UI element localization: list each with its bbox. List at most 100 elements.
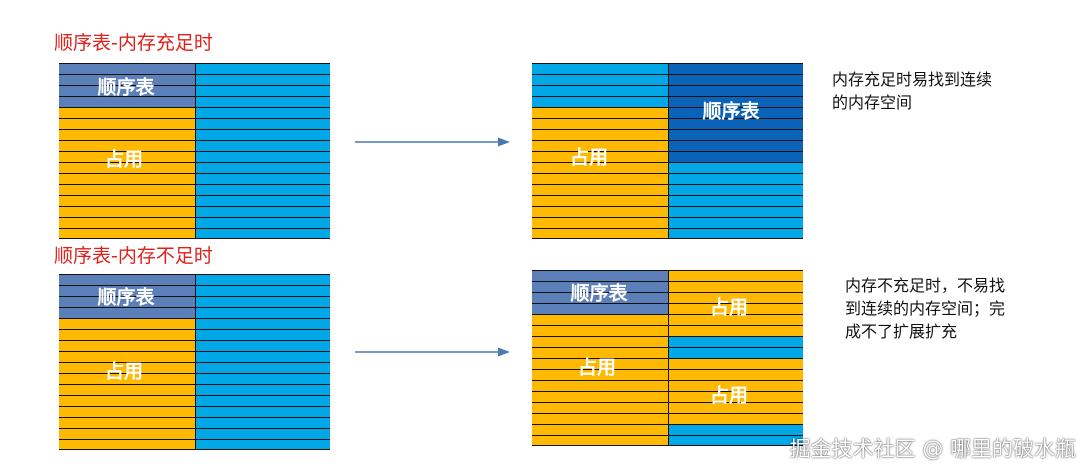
memory-cell xyxy=(532,380,668,391)
memory-cell xyxy=(59,162,195,173)
column-divider xyxy=(194,274,196,450)
memory-cell xyxy=(194,140,330,151)
memory-cell xyxy=(532,173,668,184)
memory-cell xyxy=(532,151,668,162)
memory-cell xyxy=(667,435,803,446)
memory-cell xyxy=(667,424,803,435)
memory-cell xyxy=(532,184,668,195)
memory-cell xyxy=(667,228,803,239)
memory-cell xyxy=(667,347,803,358)
memory-cell xyxy=(532,195,668,206)
memory-cell xyxy=(59,296,195,307)
memory-cell xyxy=(667,270,803,281)
memory-cell xyxy=(194,384,330,395)
memory-cell xyxy=(532,402,668,413)
memory-cell xyxy=(194,228,330,239)
memory-cell xyxy=(194,340,330,351)
memory-cell xyxy=(59,96,195,107)
memory-after-insufficient xyxy=(532,270,803,446)
memory-cell xyxy=(667,195,803,206)
memory-cell xyxy=(194,74,330,85)
memory-cell xyxy=(532,292,668,303)
memory-cell xyxy=(194,173,330,184)
section-title-insufficient: 顺序表-内存不足时 xyxy=(54,245,213,267)
memory-cell xyxy=(532,162,668,173)
memory-cell xyxy=(59,173,195,184)
memory-cell xyxy=(667,303,803,314)
seq-table-label: 顺序表 xyxy=(702,100,760,123)
memory-cell xyxy=(194,318,330,329)
memory-cell xyxy=(532,217,668,228)
memory-cell xyxy=(194,129,330,140)
memory-cell xyxy=(532,347,668,358)
memory-cell xyxy=(667,413,803,424)
memory-cell xyxy=(59,351,195,362)
memory-cell xyxy=(59,206,195,217)
memory-cell xyxy=(59,373,195,384)
memory-cell xyxy=(667,314,803,325)
memory-cell xyxy=(667,140,803,151)
memory-cell xyxy=(667,118,803,129)
occupied-label: 占用 xyxy=(709,384,749,407)
note-line: 的内存空间 xyxy=(832,93,913,112)
memory-before-insufficient xyxy=(59,274,330,450)
memory-cell xyxy=(667,391,803,402)
arrow-right-icon xyxy=(355,137,510,147)
memory-cell xyxy=(667,358,803,369)
column-divider xyxy=(194,63,196,239)
section-title-sufficient: 顺序表-内存充足时 xyxy=(54,32,213,54)
memory-after-sufficient xyxy=(532,63,803,239)
memory-cell xyxy=(667,184,803,195)
memory-cell xyxy=(59,318,195,329)
memory-cell xyxy=(59,107,195,118)
seq-table-label: 顺序表 xyxy=(97,76,155,99)
memory-cell xyxy=(667,96,803,107)
memory-cell xyxy=(59,417,195,428)
memory-cell xyxy=(194,85,330,96)
memory-cell xyxy=(59,340,195,351)
memory-cell xyxy=(667,325,803,336)
memory-before-sufficient xyxy=(59,63,330,239)
memory-cell xyxy=(532,129,668,140)
memory-cell xyxy=(59,439,195,450)
memory-cell xyxy=(532,140,668,151)
note-insufficient: 内存不充足时，不易找 到连续的内存空间；完 成不了扩展扩充 xyxy=(845,274,1005,343)
memory-cell xyxy=(194,329,330,340)
memory-cell xyxy=(194,107,330,118)
memory-cell xyxy=(532,228,668,239)
memory-cell xyxy=(532,336,668,347)
note-line: 成不了扩展扩充 xyxy=(845,322,958,341)
memory-cell xyxy=(194,96,330,107)
memory-cell xyxy=(194,439,330,450)
memory-cell xyxy=(532,206,668,217)
memory-cell xyxy=(59,85,195,96)
seq-table-label: 顺序表 xyxy=(570,282,628,305)
occupied-label: 占用 xyxy=(569,146,609,169)
memory-cell xyxy=(667,292,803,303)
memory-cell xyxy=(59,195,195,206)
memory-cell xyxy=(667,129,803,140)
memory-cell xyxy=(194,395,330,406)
memory-cell xyxy=(59,129,195,140)
memory-cell xyxy=(59,362,195,373)
memory-cell xyxy=(59,329,195,340)
memory-cell xyxy=(532,391,668,402)
arrow-right-icon xyxy=(355,347,510,357)
memory-cell xyxy=(532,369,668,380)
memory-cell xyxy=(59,74,195,85)
watermark: 掘金技术社区 @ 哪里的破水瓶 xyxy=(789,437,1076,461)
memory-cell xyxy=(194,406,330,417)
memory-cell xyxy=(59,395,195,406)
memory-cell xyxy=(194,206,330,217)
memory-cell xyxy=(194,118,330,129)
memory-cell xyxy=(667,206,803,217)
memory-cell xyxy=(532,303,668,314)
memory-cell xyxy=(667,380,803,391)
occupied-label: 占用 xyxy=(104,360,144,383)
memory-cell xyxy=(532,96,668,107)
seq-table-label: 顺序表 xyxy=(97,286,155,309)
memory-cell xyxy=(59,118,195,129)
memory-cell xyxy=(59,428,195,439)
memory-cell xyxy=(532,74,668,85)
column-divider xyxy=(667,63,669,239)
